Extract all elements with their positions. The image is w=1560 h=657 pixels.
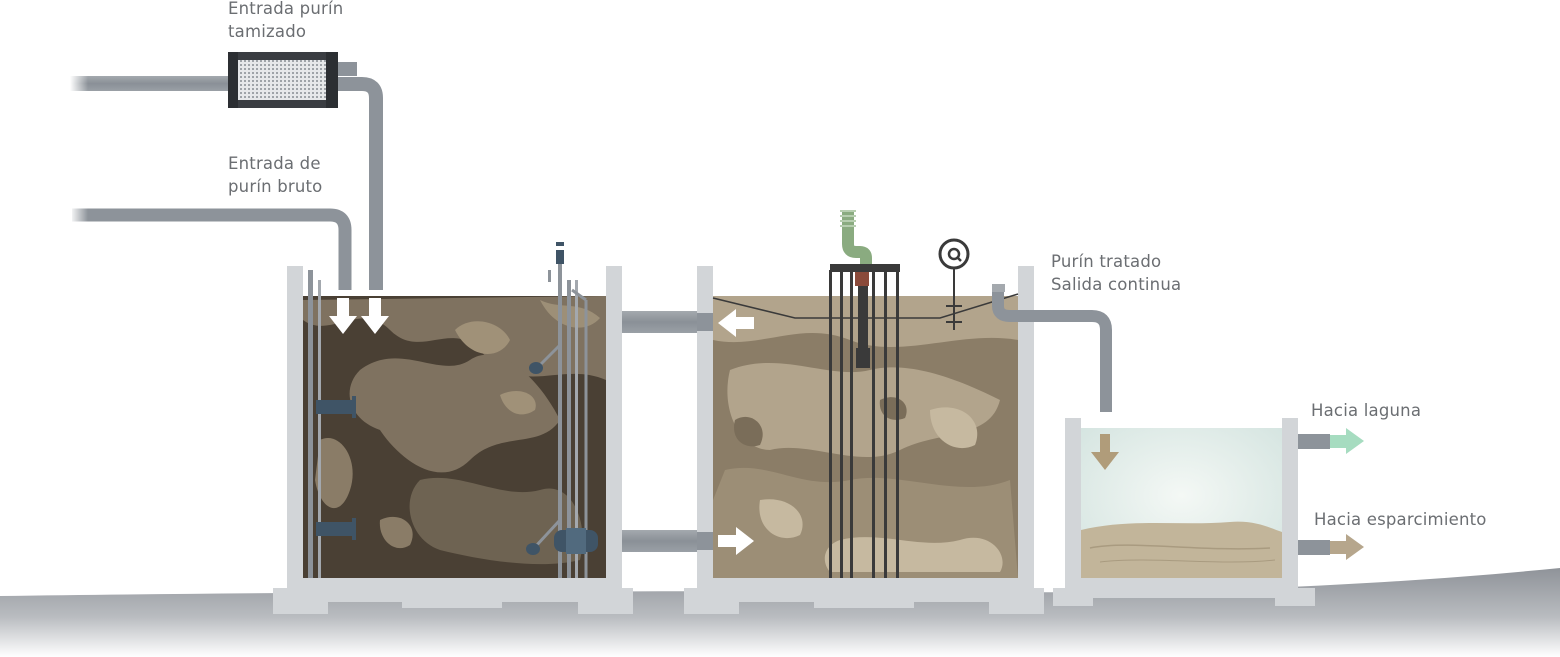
screen-filter-icon bbox=[228, 52, 338, 108]
down-arrow-icon bbox=[1091, 434, 1119, 470]
aeration-rods bbox=[829, 270, 899, 578]
pipes bbox=[70, 52, 1330, 555]
outlet-arrow-icon bbox=[1330, 428, 1364, 454]
treated-outflow-label-line1: Purín tratado bbox=[1051, 252, 1162, 271]
down-arrow-icon bbox=[361, 298, 389, 334]
air-intake-fins bbox=[840, 210, 856, 227]
to-lagoon-label: Hacia laguna bbox=[1311, 401, 1422, 420]
outlet-arrow-icon bbox=[1330, 534, 1364, 560]
screened-inlet-label: Entrada purín tamizado bbox=[228, 0, 343, 43]
raw-inlet-label: Entrada de purín bruto bbox=[228, 152, 322, 198]
tank-2-bioreactor bbox=[684, 210, 1044, 614]
ground bbox=[0, 568, 1560, 657]
screened-inlet-label-line1: Entrada purín bbox=[228, 0, 344, 18]
raw-inlet-label-line1: Entrada de bbox=[228, 154, 321, 173]
treated-outflow-label-line2: Salida continua bbox=[1051, 275, 1182, 294]
treated-outflow-label: Purín tratado Salida continua bbox=[1051, 250, 1181, 296]
raw-inlet-label-line2: purín bruto bbox=[228, 177, 323, 196]
to-spreading-label: Hacia esparcimiento bbox=[1314, 510, 1487, 529]
tank-1-reception bbox=[273, 242, 633, 614]
flow-meter-icon bbox=[938, 238, 970, 330]
screened-inlet-label-line2: tamizado bbox=[228, 22, 307, 41]
tank-3-settler bbox=[1053, 418, 1315, 606]
right-arrow-icon bbox=[718, 527, 754, 555]
down-arrow-icon bbox=[329, 298, 357, 334]
left-arrow-icon bbox=[718, 309, 754, 337]
